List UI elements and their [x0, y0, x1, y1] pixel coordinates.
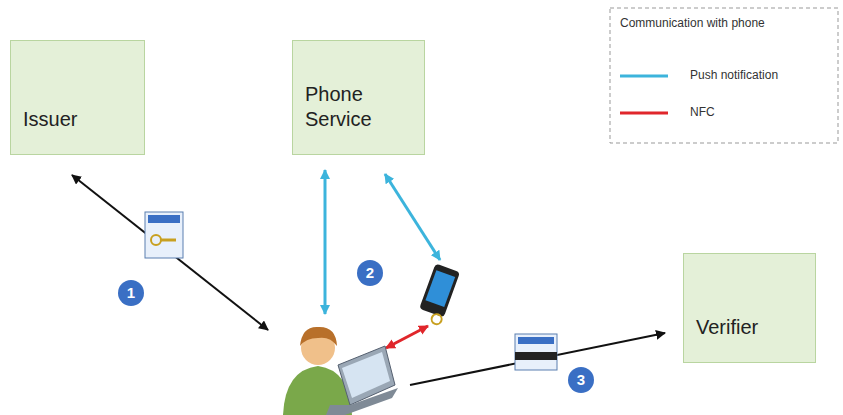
legend-frame [610, 8, 838, 143]
token-card [515, 334, 557, 370]
entity-box: Issuer [10, 40, 145, 155]
legend-entry: NFC [690, 105, 715, 119]
legend-sample-push [620, 75, 668, 78]
callout-circle [568, 367, 594, 393]
entity-box: Verifier [683, 253, 816, 363]
entity-name: Verifier [696, 315, 758, 340]
callout-number: 2 [357, 260, 383, 286]
entity-name: Phone Service [305, 82, 395, 132]
callout-circle [118, 280, 144, 306]
push-arrow [324, 170, 327, 314]
legend-sample-nfc [620, 112, 668, 115]
user-with-laptop [283, 327, 398, 415]
entity-box: Phone Service [292, 40, 425, 155]
issue-arrow [72, 175, 268, 330]
entity-name: Issuer [23, 107, 77, 132]
push-arrow [385, 174, 440, 260]
callout-number: 3 [568, 367, 594, 393]
token-card [145, 212, 183, 258]
legend-heading: Communication with phone [620, 16, 765, 30]
nfc-arrow [386, 326, 428, 348]
legend-entry: Push notification [690, 68, 778, 82]
present-arrow [410, 333, 665, 385]
phone-icon [416, 263, 460, 325]
callout-circle [357, 260, 383, 286]
callout-number: 1 [118, 280, 144, 306]
